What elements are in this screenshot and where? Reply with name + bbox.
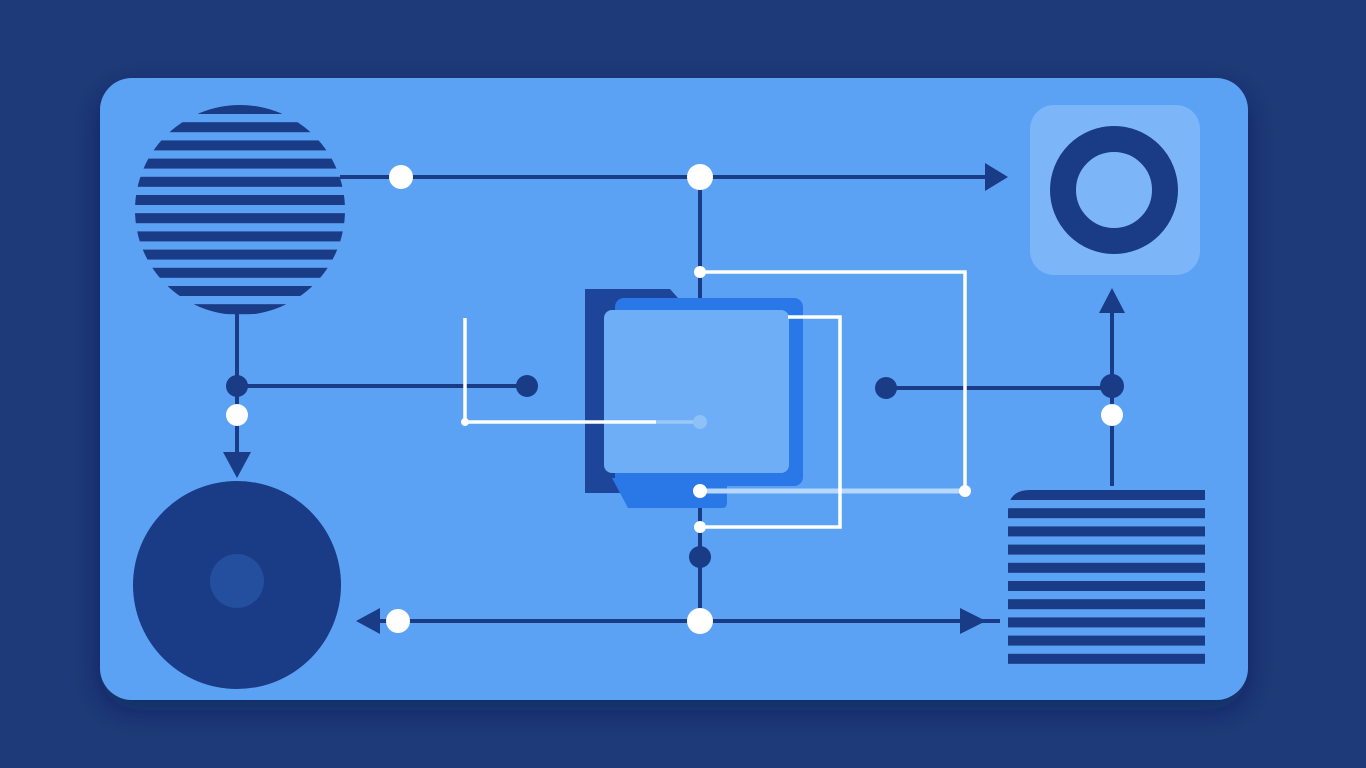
ring-icon — [1050, 126, 1178, 254]
stripe — [135, 249, 345, 260]
node-dark — [226, 375, 248, 397]
stripe — [135, 267, 345, 278]
stripe — [1008, 599, 1205, 610]
arrows — [223, 163, 1125, 634]
stripe — [1008, 544, 1205, 555]
stripe — [135, 213, 345, 224]
stripe — [1008, 562, 1205, 573]
striped-circle-icon — [135, 105, 345, 315]
node-dark — [516, 375, 538, 397]
stripe — [135, 105, 345, 114]
white-traces — [463, 270, 967, 529]
node-dark — [689, 546, 711, 568]
node-white — [687, 164, 713, 190]
stripe — [135, 122, 345, 133]
stripe — [135, 176, 345, 187]
stripe — [1008, 653, 1205, 664]
node-dark — [1100, 374, 1124, 398]
nodes — [226, 164, 1124, 634]
stripe — [135, 286, 345, 296]
node-white — [694, 521, 706, 533]
arrow-up-icon — [1099, 288, 1125, 313]
node-white — [386, 609, 410, 633]
stripe — [1008, 581, 1205, 591]
stripe — [135, 195, 345, 205]
stripe — [135, 158, 345, 169]
stripe — [1008, 635, 1205, 646]
node-white — [461, 418, 469, 426]
stripe — [135, 140, 345, 151]
node-white — [226, 404, 248, 426]
stripe — [1008, 490, 1205, 500]
node-white — [693, 484, 707, 498]
arrow-down-icon — [223, 452, 251, 478]
node-white — [1101, 404, 1123, 426]
node-white — [959, 485, 971, 497]
layered-panels — [585, 289, 803, 508]
stripe — [135, 304, 345, 315]
stripe — [135, 231, 345, 242]
stripe — [1008, 526, 1205, 537]
stripe — [1008, 508, 1205, 519]
striped-block-icon — [1008, 490, 1205, 664]
disc-center — [210, 554, 264, 608]
arrow-right-icon — [985, 163, 1008, 191]
arrow-left-icon — [356, 608, 380, 634]
node-dark — [875, 377, 897, 399]
node-faded — [693, 415, 707, 429]
node-white — [694, 266, 706, 278]
stripe — [1008, 617, 1205, 628]
node-white — [389, 165, 413, 189]
node-white — [687, 608, 713, 634]
panel-front — [604, 310, 789, 473]
arrow-right-icon — [960, 608, 986, 634]
